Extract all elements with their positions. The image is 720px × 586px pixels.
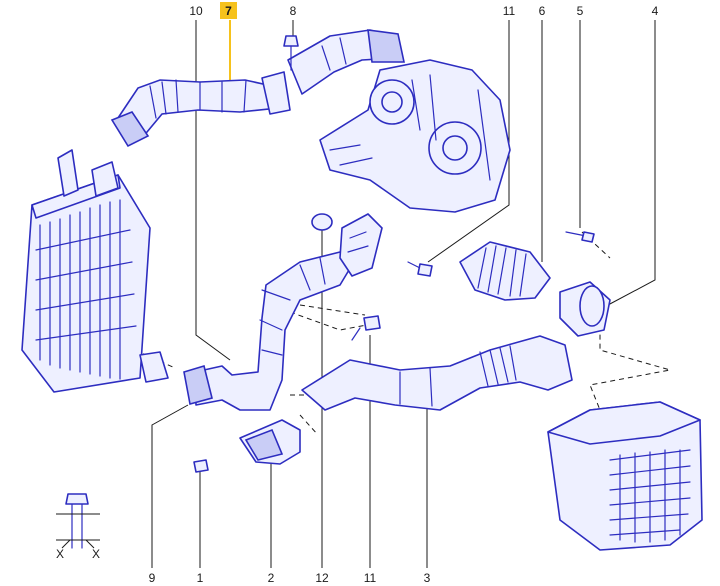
callout-10: 10 xyxy=(189,4,203,18)
symbol-label-right: X xyxy=(92,547,100,561)
air-pipe-3 xyxy=(301,335,573,411)
turbo-inlet-duct xyxy=(287,29,405,95)
bolt-11-upper xyxy=(407,261,433,277)
bolt-5 xyxy=(565,231,595,243)
callout-4: 4 xyxy=(652,4,659,18)
callout-7: 7 xyxy=(225,4,232,18)
callout-1: 1 xyxy=(197,571,204,585)
torque-symbol xyxy=(56,493,100,549)
callout-8: 8 xyxy=(290,4,297,18)
air-filter-box xyxy=(547,401,703,551)
bolt-11-lower xyxy=(351,315,381,341)
intake-snorkel-2 xyxy=(239,419,301,465)
callout-5: 5 xyxy=(577,4,584,18)
callout-3: 3 xyxy=(424,571,431,585)
callout-11-top: 11 xyxy=(503,4,516,18)
callout-12: 12 xyxy=(315,571,329,585)
bolt-1 xyxy=(193,459,209,473)
callout-6: 6 xyxy=(539,4,546,18)
upper-intake-hose xyxy=(110,71,291,148)
callout-7-highlight xyxy=(220,2,237,19)
callout-9: 9 xyxy=(149,571,156,585)
o-ring-12 xyxy=(311,213,333,231)
turbocharger xyxy=(319,59,511,213)
callout-2: 2 xyxy=(268,571,275,585)
symbol-label-left: X xyxy=(56,547,64,561)
callout-11-bottom: 11 xyxy=(364,571,377,585)
intercooler xyxy=(21,149,169,393)
coupling-4 xyxy=(559,281,611,337)
bellows-hose-6 xyxy=(459,241,551,301)
charge-pipe xyxy=(183,251,356,411)
flange-connector xyxy=(339,213,383,277)
bolt-8 xyxy=(283,35,299,71)
